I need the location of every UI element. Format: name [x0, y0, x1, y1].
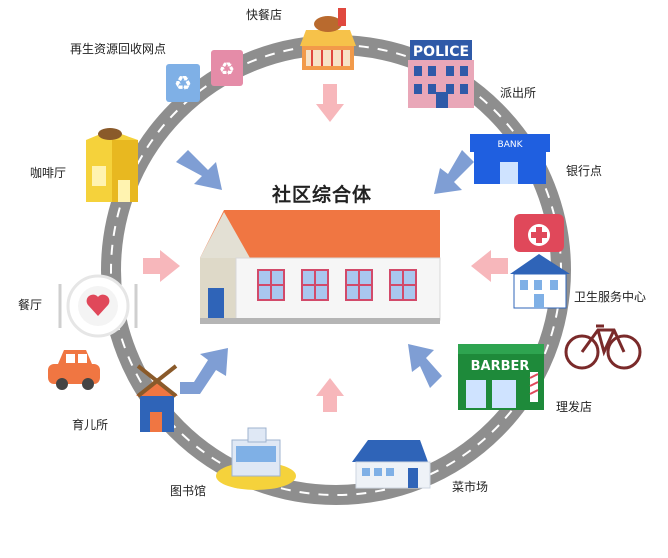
bicycle-icon: [564, 324, 642, 370]
windmill-icon: [136, 364, 178, 432]
svg-text:BANK: BANK: [498, 140, 524, 150]
health-icon: [510, 214, 570, 309]
label-barber: 理发店: [556, 400, 593, 414]
cafe-icon: [86, 128, 138, 202]
arrow-upper-left: [176, 150, 222, 190]
arrow-lower-right: [408, 344, 442, 388]
market-icon: [352, 440, 431, 489]
fast-food-icon: [300, 8, 356, 70]
recycling-icon: ♻ ♻: [166, 50, 243, 102]
bank-icon: BANK: [470, 134, 550, 184]
label-recycling: 再生资源回收网点: [70, 42, 167, 56]
label-fast-food: 快餐店: [246, 8, 283, 22]
label-kindergarten: 育儿所: [72, 418, 109, 432]
community-building: [200, 210, 441, 324]
restaurant-icon: [58, 274, 138, 338]
arrow-top: [316, 84, 344, 122]
label-restaurant: 餐厅: [18, 298, 43, 312]
arrow-upper-right: [434, 150, 474, 194]
arrow-bottom: [316, 378, 344, 412]
svg-text:POLICE: POLICE: [413, 44, 469, 60]
barber-icon: BARBER: [458, 344, 544, 410]
center-title: 社区综合体: [272, 184, 373, 206]
label-market: 菜市场: [452, 480, 489, 494]
label-bank: 银行点: [566, 164, 603, 178]
arrow-lower-left: [180, 348, 228, 394]
svg-text:BARBER: BARBER: [471, 359, 530, 374]
svg-text:♻: ♻: [219, 59, 235, 80]
label-health: 卫生服务中心: [574, 290, 647, 304]
car-icon: [48, 350, 100, 390]
arrow-left: [143, 250, 180, 282]
label-cafe: 咖啡厅: [30, 166, 67, 180]
arrows: [143, 84, 508, 412]
label-police: 派出所: [500, 86, 537, 100]
library-icon: [216, 427, 296, 490]
arrow-right: [471, 250, 508, 282]
svg-text:♻: ♻: [174, 71, 192, 95]
police-icon: POLICE: [408, 40, 474, 108]
label-library: 图书馆: [170, 484, 207, 498]
